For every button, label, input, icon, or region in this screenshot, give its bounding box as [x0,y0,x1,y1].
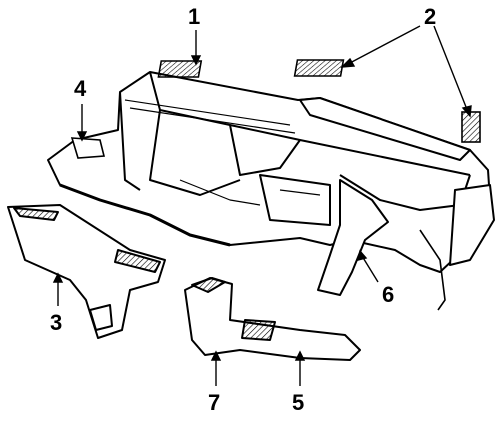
callout-1: 1 [188,4,201,29]
lower-duct-left [7,204,166,339]
center-vent-grille [157,60,203,78]
callout-3: 3 [50,310,63,335]
lower-duct-right [184,277,361,361]
center-duct [317,179,389,296]
leader-lines [52,25,472,386]
callout-5: 5 [292,390,305,415]
side-vent-housing [70,137,106,159]
side-vent-grille [293,59,481,143]
callout-4: 4 [74,76,87,101]
callout-7: 7 [208,390,221,415]
callout-2: 2 [424,4,437,29]
callout-6: 6 [382,282,395,307]
